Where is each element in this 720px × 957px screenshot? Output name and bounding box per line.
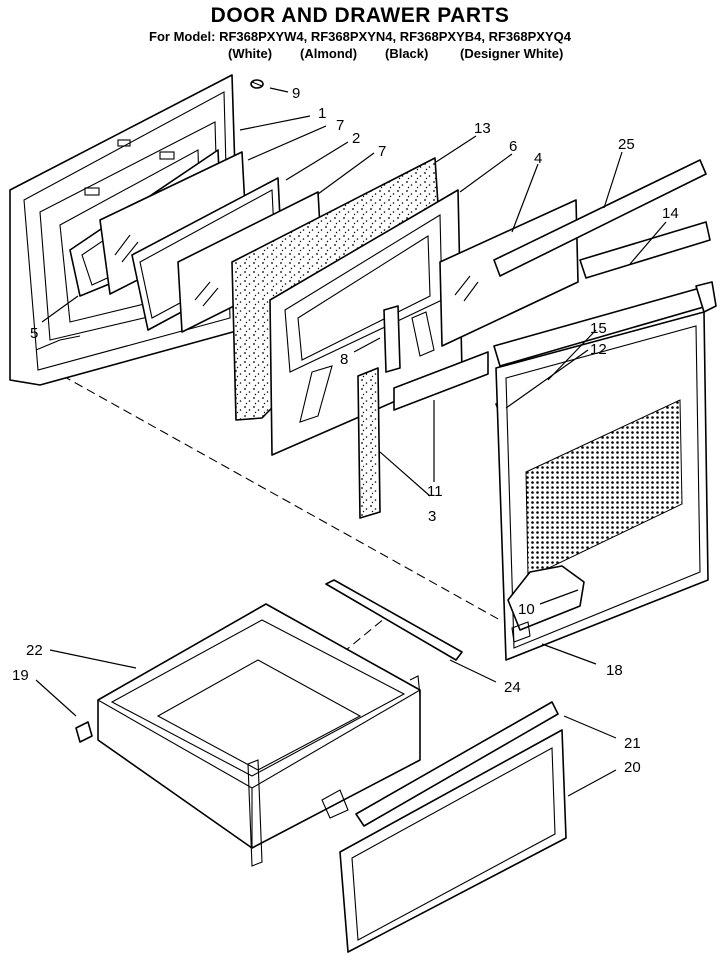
callout-7-lower: 7 (378, 143, 386, 160)
callout-labels: 9 1 7 2 7 13 6 4 25 14 5 8 15 12 11 3 10… (12, 85, 679, 776)
handle-trim (579, 221, 711, 279)
callout-13: 13 (474, 120, 491, 137)
callout-20: 20 (624, 759, 641, 776)
color-designer-white: (Designer White) (460, 46, 564, 61)
callout-21: 21 (624, 735, 641, 752)
callout-15: 15 (590, 320, 607, 337)
hinge-bracket (383, 305, 401, 373)
drawer-body (97, 603, 421, 867)
callout-19: 19 (12, 667, 29, 684)
callout-5: 5 (30, 325, 38, 342)
door-top-trim (493, 159, 707, 277)
window-glass (439, 199, 579, 347)
callout-18: 18 (606, 662, 623, 679)
callout-4: 4 (534, 150, 542, 167)
color-white: (White) (228, 46, 273, 61)
callout-8: 8 (340, 351, 348, 368)
color-black: (Black) (385, 46, 429, 61)
callout-25: 25 (618, 136, 635, 153)
callout-12: 12 (590, 341, 607, 358)
page-title: DOOR AND DRAWER PARTS (210, 4, 510, 27)
callout-6: 6 (509, 138, 517, 155)
callout-10: 10 (518, 601, 535, 618)
callout-22: 22 (26, 642, 43, 659)
screw-part (250, 79, 264, 89)
leader-lines (35, 87, 667, 797)
callout-1: 1 (318, 105, 326, 122)
color-almond: (Almond) (300, 46, 358, 61)
drawer-stop (75, 721, 93, 743)
callout-14: 14 (662, 205, 679, 222)
callout-3: 3 (428, 508, 436, 525)
callout-9: 9 (292, 85, 300, 102)
drawer-front-trim (355, 701, 559, 827)
callout-11: 11 (427, 483, 443, 500)
callout-24: 24 (504, 679, 521, 696)
callout-2: 2 (352, 130, 360, 147)
model-list: For Model: RF368PXYW4, RF368PXYN4, RF368… (149, 29, 571, 44)
outer-door-skin (495, 311, 709, 661)
drawer-rail (325, 579, 463, 661)
door-side-trim (357, 367, 381, 519)
drawer-front-panel (339, 729, 567, 953)
callout-7-upper: 7 (336, 117, 344, 134)
vent-trim-strip (393, 351, 489, 411)
alignment-line-door (37, 361, 501, 621)
